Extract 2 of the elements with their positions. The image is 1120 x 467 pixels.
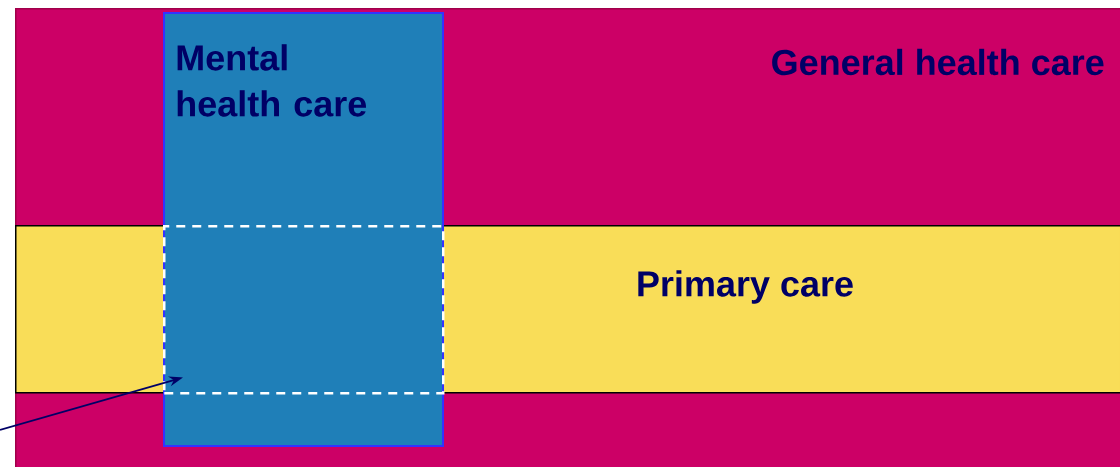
- mental-care-column: Mental health care: [163, 12, 444, 447]
- overlap-box: [163, 225, 445, 395]
